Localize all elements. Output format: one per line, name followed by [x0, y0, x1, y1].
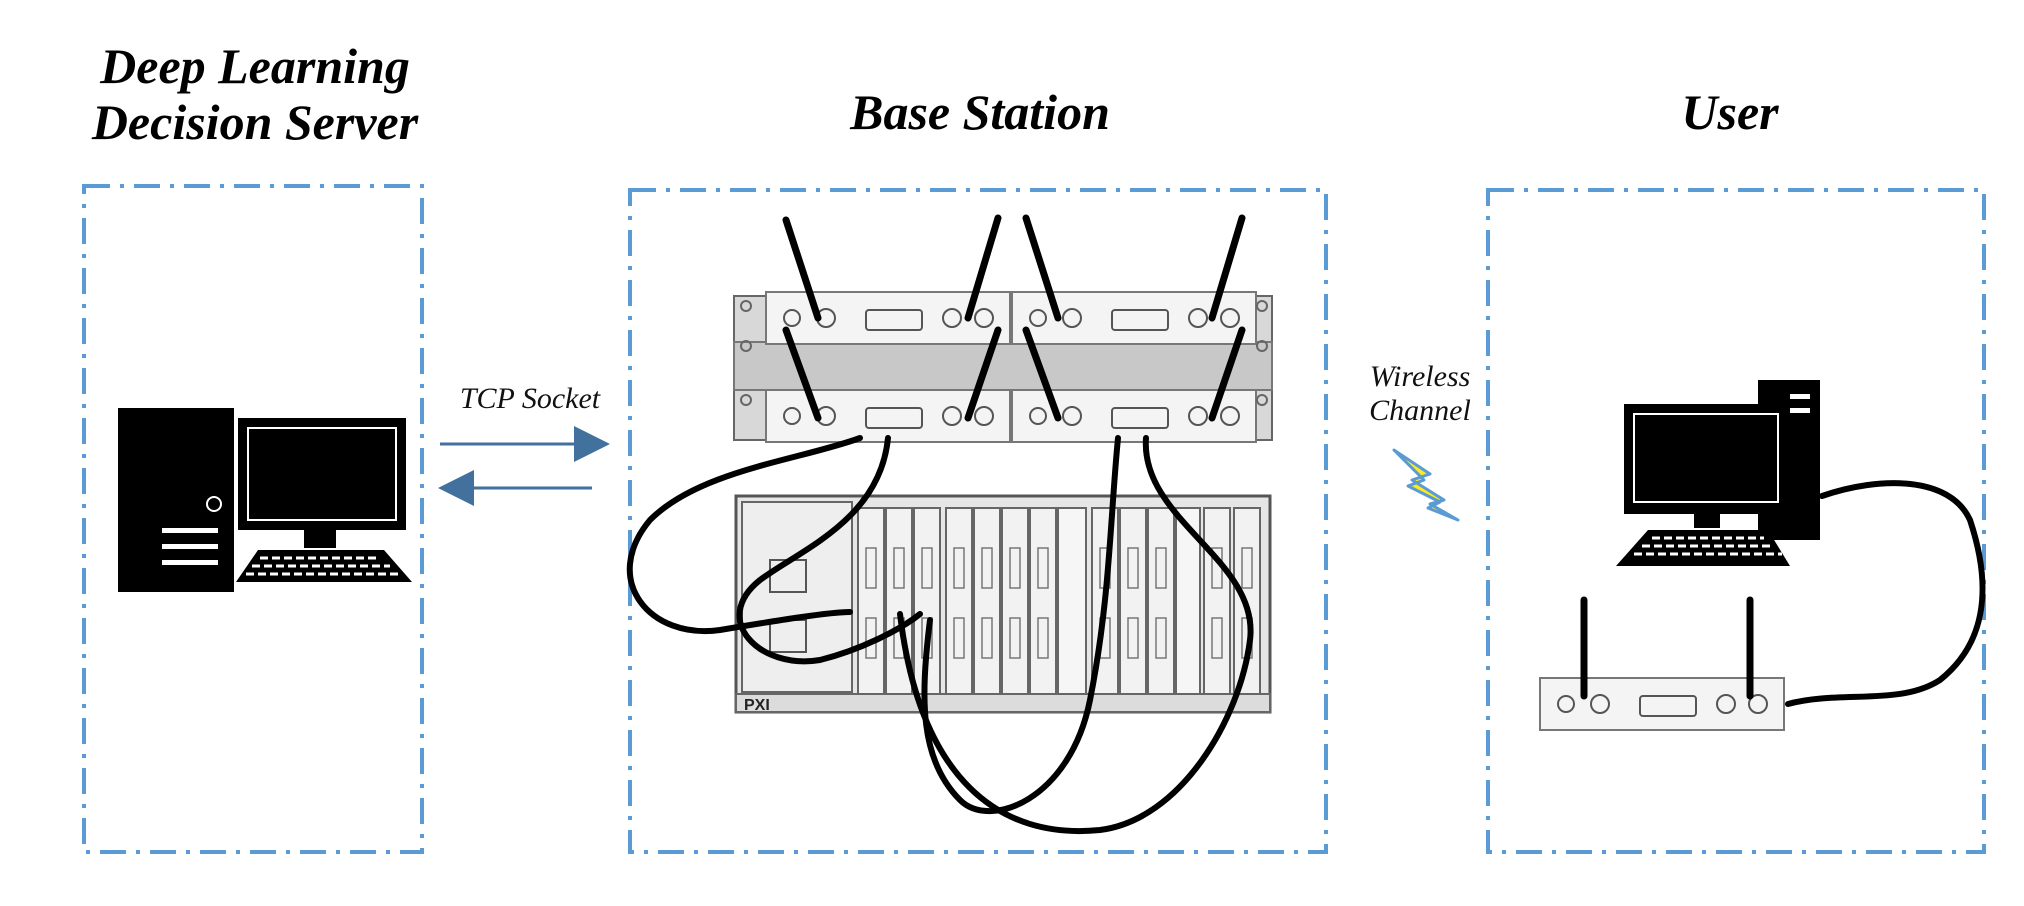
- pxi-chassis: PXI: [734, 494, 1272, 714]
- user-frame: [1486, 188, 1986, 854]
- pxi-brand-text: PXI: [744, 697, 770, 714]
- server-computer-icon: [118, 408, 412, 592]
- user-computer-icon: [1616, 380, 1820, 566]
- server-title-line1: Deep Learning: [100, 38, 410, 94]
- base-station-antennas: [782, 214, 1246, 422]
- server-title: Deep Learning Decision Server: [30, 38, 480, 150]
- base-station-title: Base Station: [850, 84, 1110, 140]
- server-title-line2: Decision Server: [91, 94, 419, 150]
- base-station-cables: [626, 435, 1254, 834]
- tcp-socket-label: TCP Socket: [459, 382, 601, 415]
- base-station-frame: [628, 188, 1328, 854]
- user-title: User: [1681, 84, 1779, 140]
- wireless-channel-label: Wireless Channel: [1330, 360, 1510, 428]
- wireless-label-line1: Wireless: [1369, 360, 1471, 393]
- radio-rack: [733, 291, 1273, 443]
- user-radio: [1539, 596, 1785, 731]
- wireless-bolt-icon: [1392, 448, 1460, 522]
- server-frame: [82, 184, 424, 854]
- wireless-label-line2: Channel: [1369, 394, 1471, 427]
- user-cable: [1785, 480, 1986, 707]
